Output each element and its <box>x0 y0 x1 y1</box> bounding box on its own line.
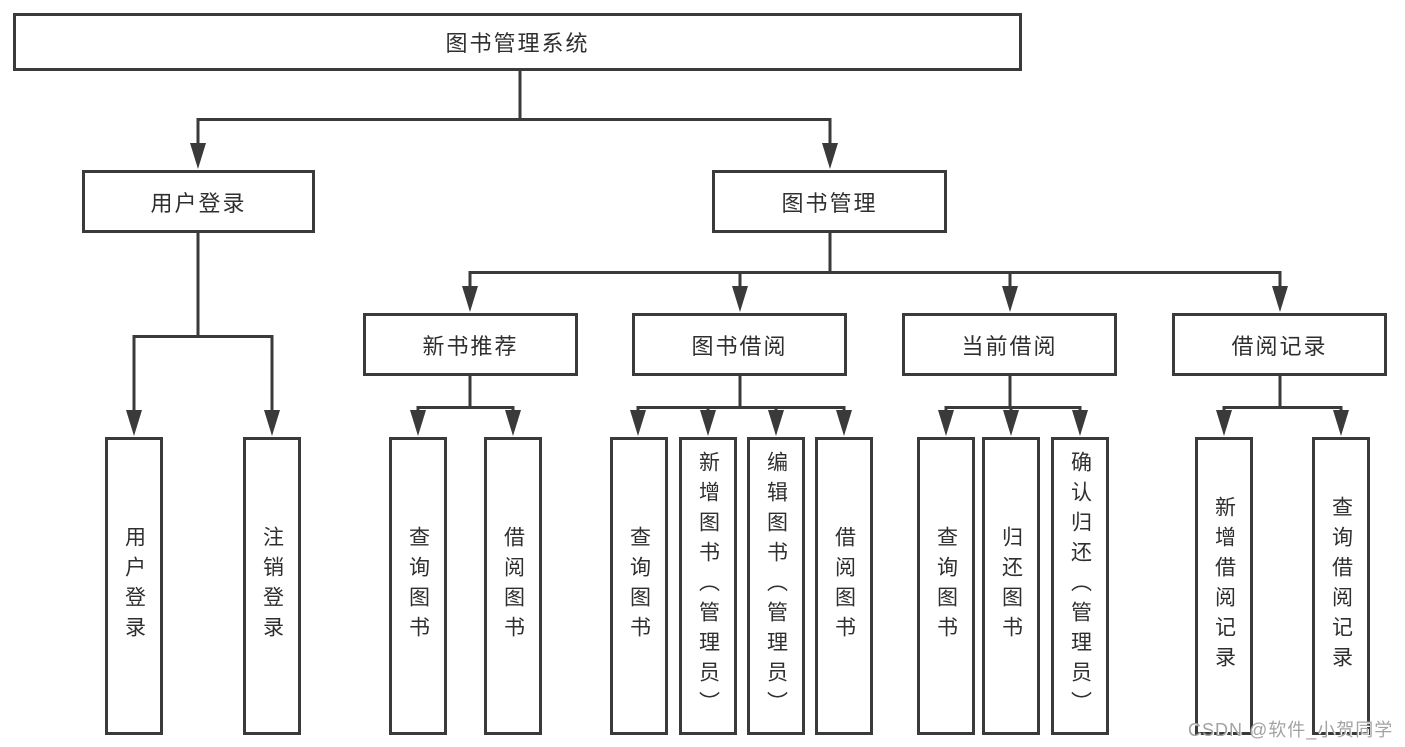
arrowhead <box>264 410 280 436</box>
arrowhead <box>1333 410 1349 436</box>
arrowhead <box>768 410 784 436</box>
arrowhead <box>1072 410 1088 436</box>
arrowhead <box>822 143 838 169</box>
arrowhead <box>938 410 954 436</box>
node-leaf-borrow-book: 借阅图书 <box>484 437 542 735</box>
node-leaf-user-login: 用户登录 <box>105 437 163 735</box>
node-leaf-query-book: 查询图书 <box>610 437 668 735</box>
connector-borrowrecords-to-leaves <box>1222 376 1343 425</box>
node-current-borrowing: 当前借阅 <box>902 313 1117 376</box>
connector-newbook-to-leaves <box>416 376 515 425</box>
node-leaf-query-book: 查询图书 <box>389 437 447 735</box>
node-system-root: 图书管理系统 <box>13 13 1022 71</box>
arrowhead <box>1272 286 1288 312</box>
arrowhead <box>732 286 748 312</box>
node-leaf-edit-book-admin: 编辑图书（管理员） <box>747 437 805 735</box>
node-leaf-confirm-return-admin: 确认归还（管理员） <box>1051 437 1109 735</box>
arrowhead <box>462 286 478 312</box>
connector-root-to-level2 <box>196 70 832 160</box>
node-book-borrowing: 图书借阅 <box>632 313 847 376</box>
arrowhead <box>1003 410 1019 436</box>
node-new-book-recommendation: 新书推荐 <box>363 313 578 376</box>
node-leaf-query-borrow-record: 查询借阅记录 <box>1312 437 1370 735</box>
arrowhead <box>410 410 426 436</box>
node-leaf-query-book: 查询图书 <box>917 437 975 735</box>
arrowhead <box>126 410 142 436</box>
arrowhead <box>1002 286 1018 312</box>
arrowhead <box>630 410 646 436</box>
node-leaf-add-borrow-record: 新增借阅记录 <box>1195 437 1253 735</box>
connector-bookborrow-to-leaves <box>636 376 846 425</box>
node-leaf-return-book: 归还图书 <box>982 437 1040 735</box>
node-user-login-branch: 用户登录 <box>82 170 315 233</box>
arrowhead <box>505 410 521 436</box>
node-leaf-logout: 注销登录 <box>243 437 301 735</box>
connector-currentborrow-to-leaves <box>944 376 1082 425</box>
node-leaf-borrow-book: 借阅图书 <box>815 437 873 735</box>
arrowhead <box>836 410 852 436</box>
node-leaf-add-book-admin: 新增图书（管理员） <box>679 437 737 735</box>
connector-bookmgmt-to-level3 <box>468 233 1282 300</box>
node-borrowing-records: 借阅记录 <box>1172 313 1387 376</box>
csdn-watermark: CSDN @软件_小贺同学 <box>1188 720 1394 740</box>
node-book-management-branch: 图书管理 <box>712 170 947 233</box>
arrowhead <box>700 410 716 436</box>
connector-userlogin-to-leaves <box>132 233 274 425</box>
arrowhead <box>190 143 206 169</box>
arrowhead <box>1216 410 1232 436</box>
